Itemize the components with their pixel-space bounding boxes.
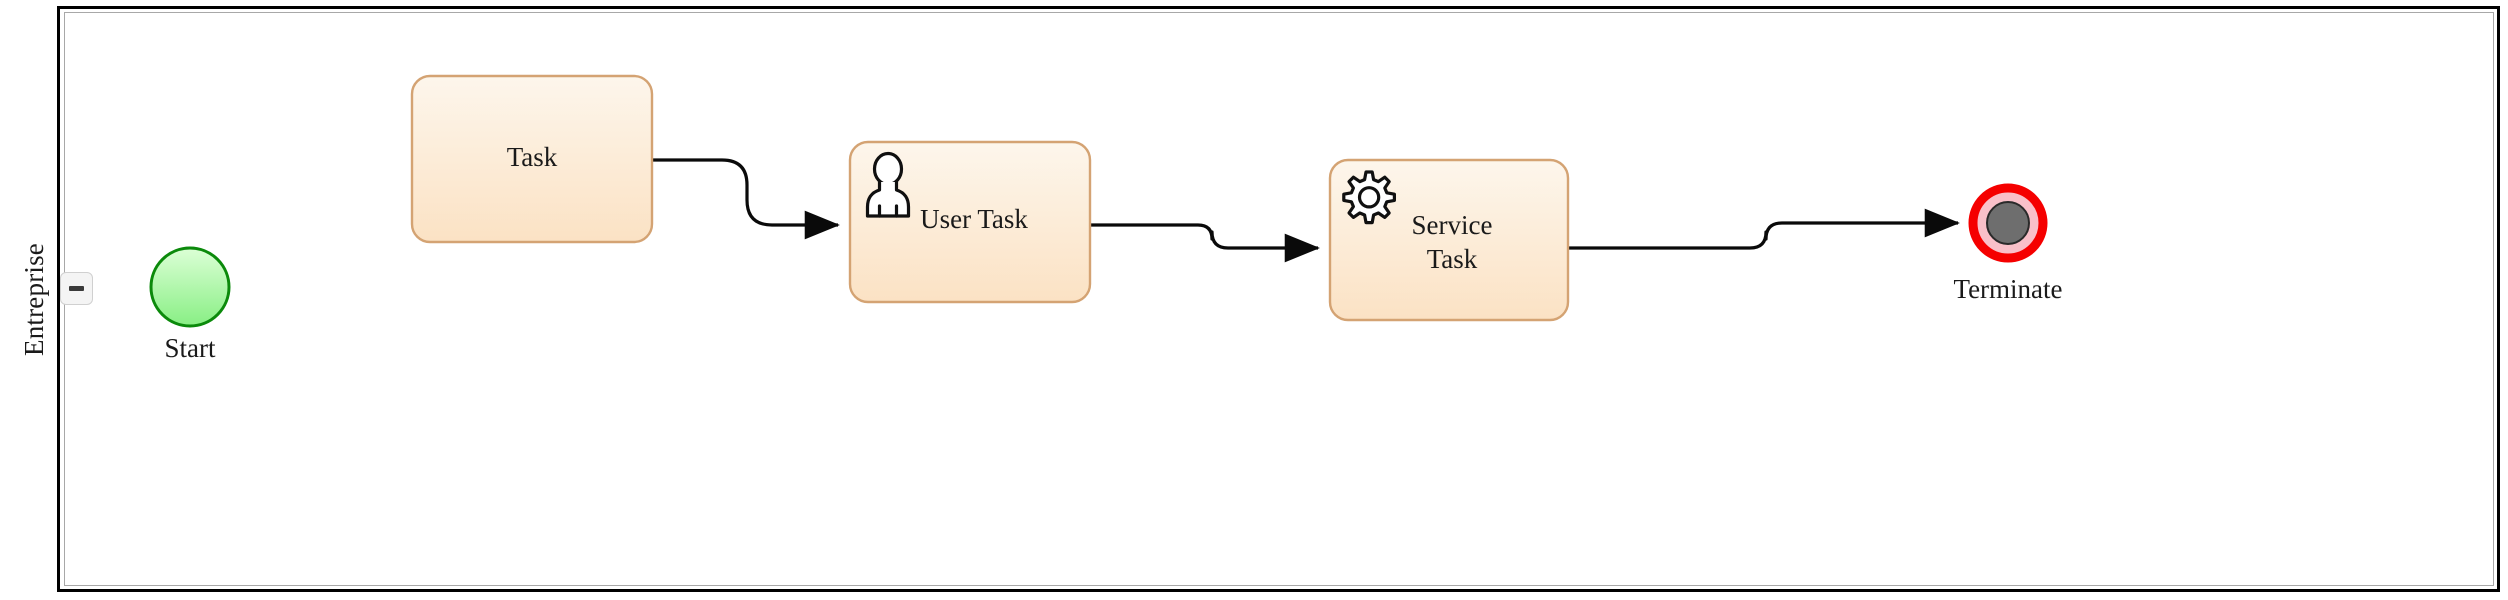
terminate-outer-ring[interactable] [1968, 183, 2048, 263]
start-event-circle[interactable] [149, 246, 231, 328]
task-rect[interactable] [410, 74, 654, 244]
collapse-lane-button[interactable] [60, 272, 93, 305]
lane-title-text: Entreprise [18, 242, 49, 356]
sequence-flow-task-to-user-task[interactable] [652, 158, 840, 240]
user-task-rect[interactable] [848, 140, 1092, 304]
service-task-rect[interactable] [1328, 158, 1570, 322]
minus-icon [69, 286, 84, 291]
lane-header[interactable]: Entreprise [8, 6, 60, 592]
lane-title: Entreprise [8, 6, 60, 592]
sequence-flow-user-task-to-service-task[interactable] [1090, 223, 1320, 263]
sequence-flow-service-task-to-terminate[interactable] [1568, 208, 1960, 250]
user-task-node[interactable]: User Task [848, 140, 1092, 304]
sequence-flows [652, 158, 1960, 263]
service-task-node[interactable]: Service Task [1328, 158, 1570, 322]
task-node[interactable]: Task [410, 74, 654, 244]
